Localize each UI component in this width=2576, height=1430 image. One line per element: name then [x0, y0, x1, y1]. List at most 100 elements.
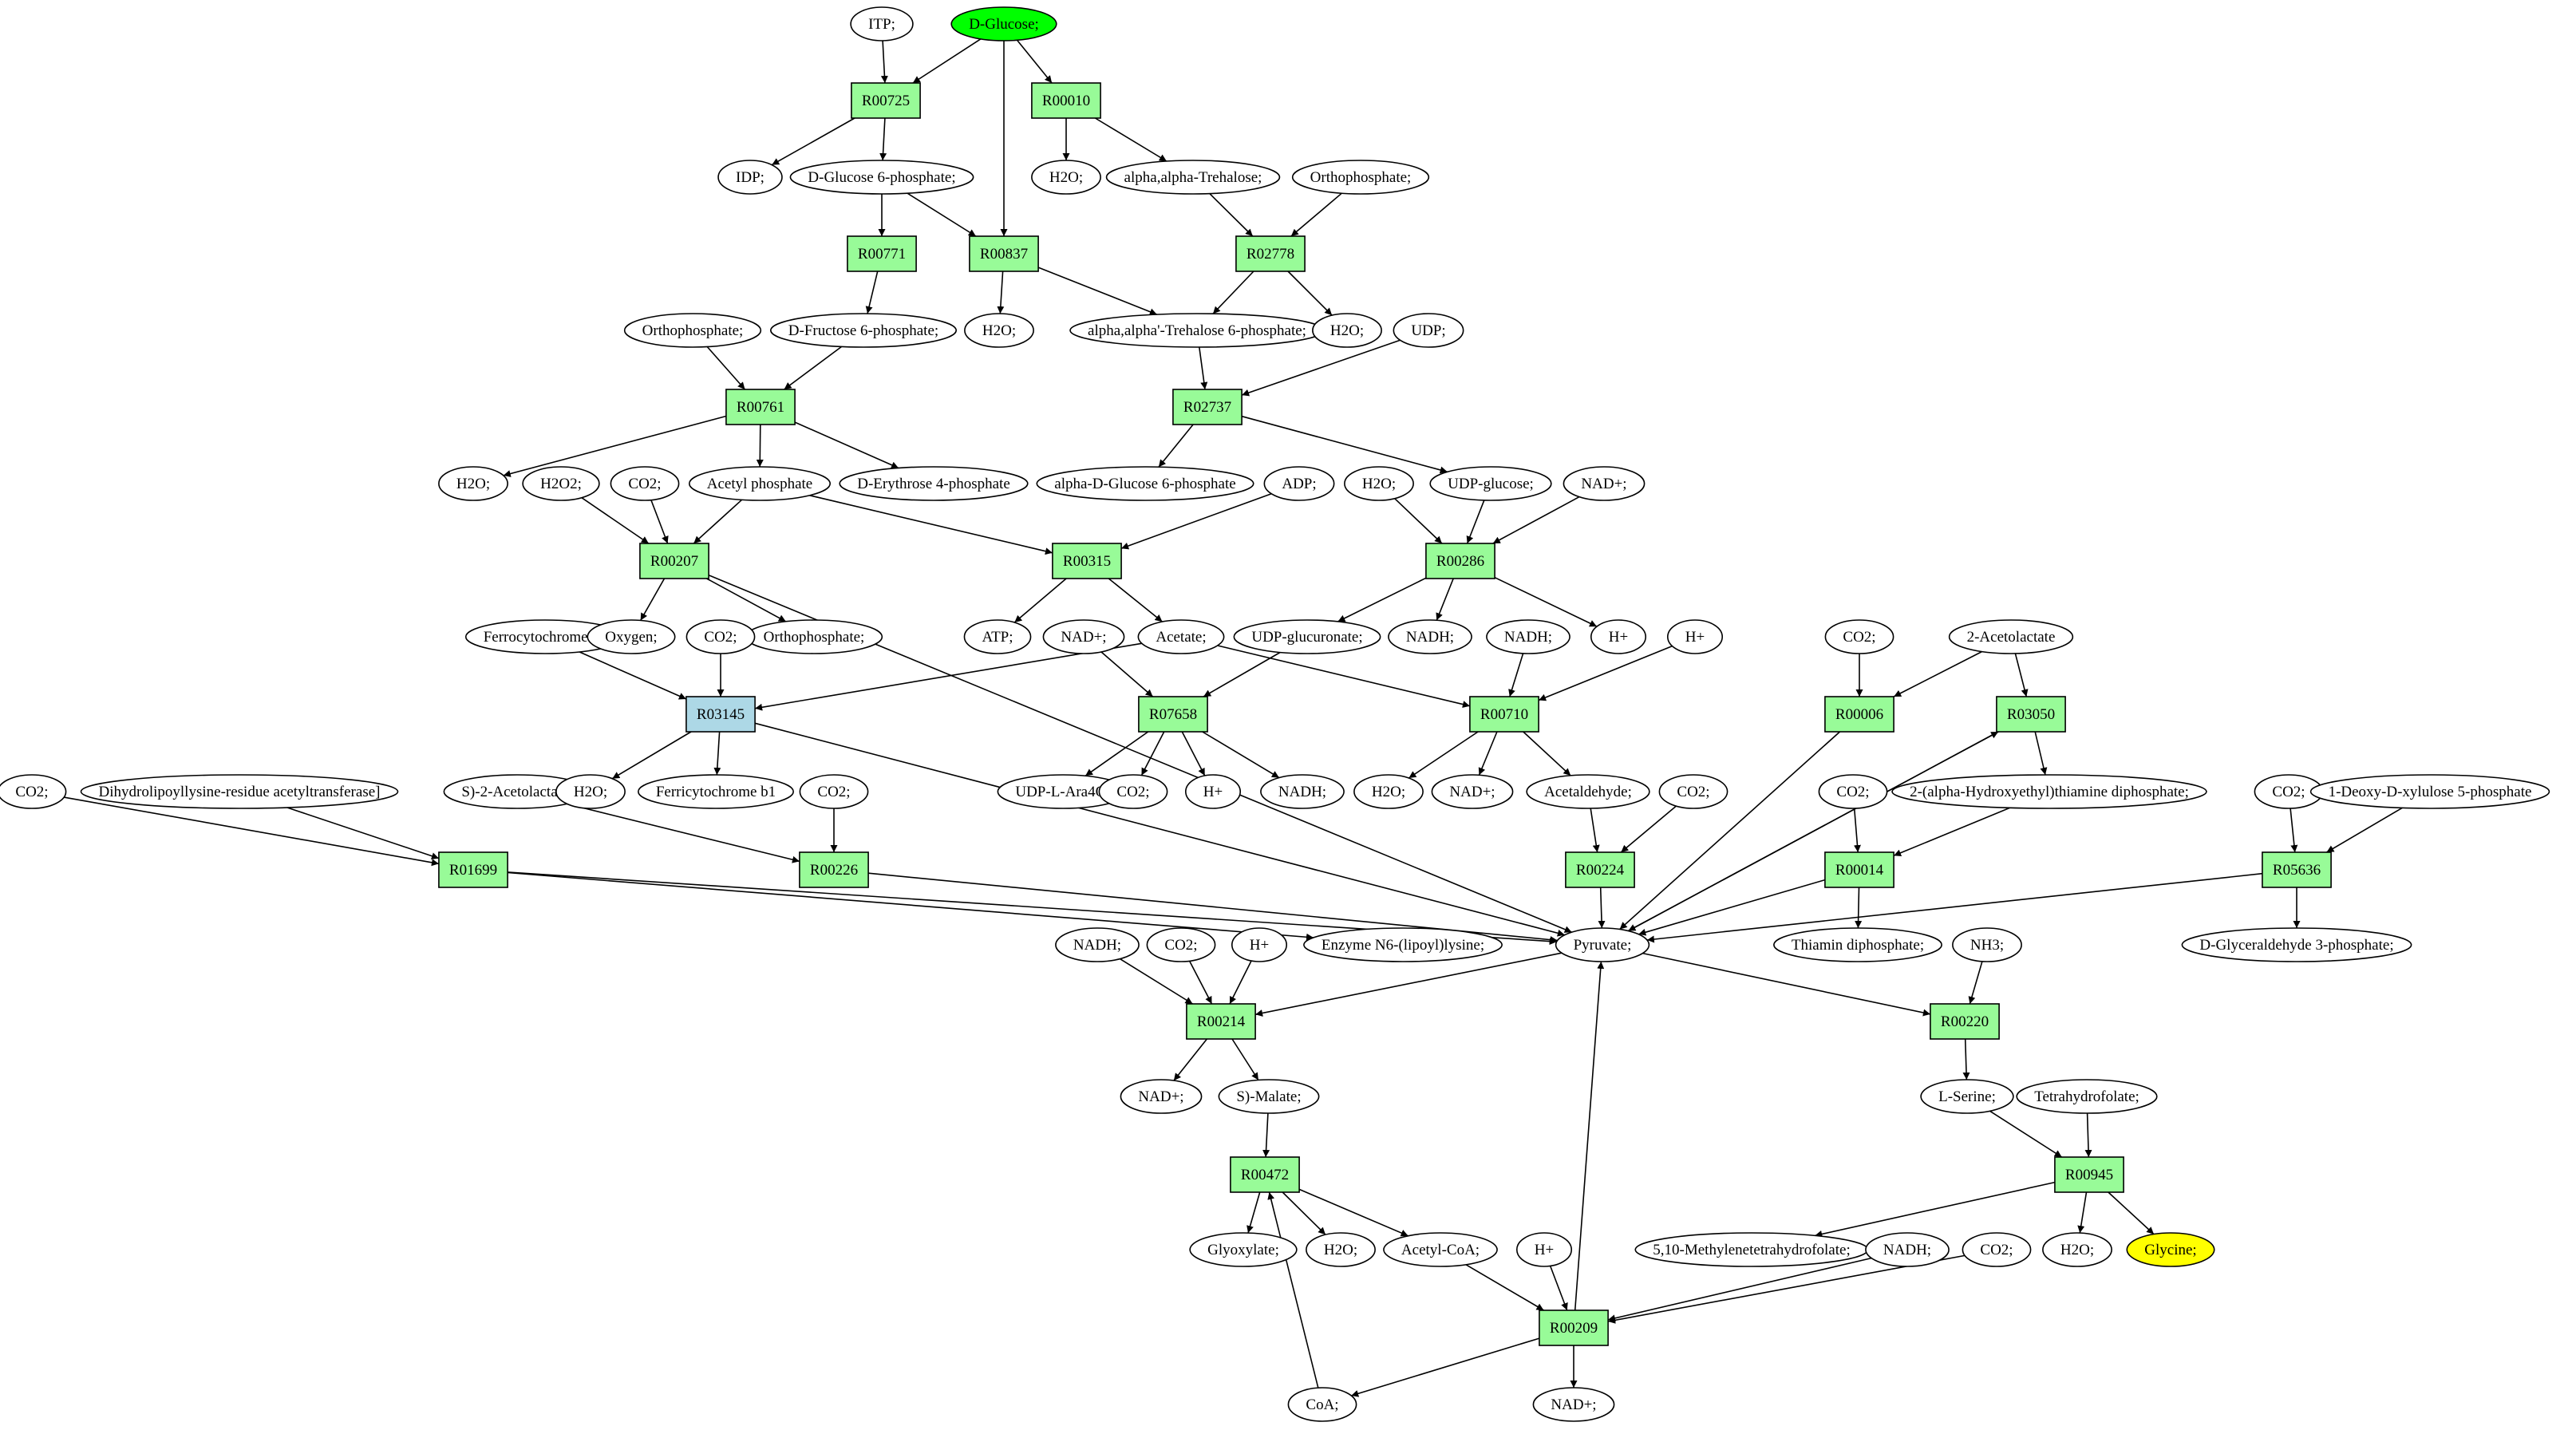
metabolite-ellipse [688, 466, 832, 501]
edge-f6p-to-r00761 [784, 346, 843, 390]
node-label: Enzyme N6-(lipoyl)lysine; [1322, 937, 1484, 954]
edge-orthop-a-to-r02778 [1290, 192, 1342, 237]
metabolite-ellipse [1952, 927, 2022, 962]
node-label: H+ [1535, 1242, 1554, 1258]
node-orthop-a: Orthophosphate; [1291, 160, 1430, 195]
node-hplus-b: H+ [1666, 619, 1724, 654]
node-label: R00725 [862, 93, 910, 109]
edge-r07658-to-udpara [1085, 731, 1149, 776]
node-methylenethf: 5,10-Methylenetetrahydrofolate; [1634, 1232, 1869, 1267]
reaction-box [1469, 696, 1539, 733]
edge-lserine-to-r00945 [1989, 1110, 2063, 1158]
node-f6p: D-Fructose 6-phosphate; [770, 313, 957, 348]
reaction-box [969, 235, 1039, 272]
edge-r00209-to-pyruvate [1574, 961, 1605, 1311]
node-r07658: R07658 [1138, 696, 1208, 733]
node-orthop-c: Orthophosphate; [745, 619, 883, 654]
node-nadp-e: NAD+; [1532, 1387, 1615, 1422]
metabolite-ellipse [638, 774, 794, 809]
edge-r03050-to-hetdp [2034, 731, 2048, 776]
metabolite-ellipse [1393, 313, 1464, 348]
node-acetate: Acetate; [1137, 619, 1225, 654]
metabolite-ellipse [717, 160, 783, 195]
node-label: UDP-glucuronate; [1251, 629, 1362, 646]
node-udpglc: UDP-glucose; [1429, 466, 1552, 501]
node-label: NAD+; [1061, 629, 1106, 646]
node-dxp: 1-Deoxy-D-xylulose 5-phosphate [2309, 774, 2550, 809]
metabolite-ellipse [1287, 1387, 1357, 1422]
metabolite-ellipse [1920, 1079, 2014, 1114]
edge-hplus-e-to-r00209 [1549, 1266, 1568, 1311]
edge-adp-to-r00315 [1120, 492, 1272, 550]
node-co2-h: CO2; [1818, 774, 1888, 809]
metabolite-ellipse [1233, 619, 1381, 654]
edge-acetolactate-to-r00006 [1893, 650, 1983, 697]
node-hplus-a: H+ [1590, 619, 1647, 654]
edge-r00710-to-acetaldehyde [1523, 731, 1571, 776]
node-label: H2O; [1362, 476, 1396, 492]
edge-r00945-to-h2o-i [2077, 1191, 2088, 1234]
edge-r00945-to-methylenethf [1815, 1181, 2056, 1238]
node-h2o-d: H2O; [438, 466, 508, 501]
edge-udp-to-r02737 [1241, 339, 1401, 397]
metabolite-ellipse [587, 619, 676, 654]
edge-r00006-to-pyruvate [1619, 731, 1841, 930]
metabolite-ellipse [438, 466, 508, 501]
edge-r00725-to-idp [771, 117, 855, 166]
edge-r02737-to-adg6p [1158, 424, 1194, 468]
node-r00209: R00209 [1539, 1310, 1609, 1346]
metabolite-ellipse [1146, 927, 1216, 962]
node-label: R00710 [1480, 706, 1528, 723]
edge-ferro-to-r03145 [579, 651, 687, 700]
metabolite-ellipse [1563, 466, 1646, 501]
metabolite-ellipse [1383, 1232, 1498, 1267]
node-h2o-i: H2O; [2042, 1232, 2112, 1267]
node-label: ITP; [868, 16, 895, 33]
metabolite-ellipse [1948, 619, 2074, 654]
reaction-box [1425, 543, 1495, 579]
metabolite-ellipse [1263, 466, 1335, 501]
node-label: 1-Deoxy-D-xylulose 5-phosphate [2329, 784, 2532, 800]
edge-r07658-to-nadh-c [1202, 731, 1280, 779]
node-label: 5,10-Methylenetetrahydrofolate; [1653, 1242, 1850, 1258]
node-label: NAD+; [1581, 476, 1626, 492]
metabolite-ellipse [1865, 1232, 1950, 1267]
node-r00761: R00761 [725, 389, 796, 425]
metabolite-ellipse [1231, 927, 1288, 962]
node-label: R00207 [650, 553, 698, 570]
node-label: S)-Malate; [1236, 1088, 1301, 1105]
node-label: Dihydrolipoyllysine-residue acetyltransf… [99, 784, 381, 800]
node-nadh-b: NADH; [1486, 619, 1570, 654]
edge-orthop-b-to-r00761 [706, 346, 746, 390]
node-label: R00214 [1197, 1013, 1246, 1030]
metabolite-ellipse [1388, 619, 1472, 654]
node-label: Pyruvate; [1574, 937, 1632, 954]
node-label: L-Serine; [1938, 1088, 1996, 1105]
node-acetylp: Acetyl phosphate [688, 466, 832, 501]
node-r00837: R00837 [969, 235, 1039, 272]
edge-r01699-to-enzyme [508, 871, 1314, 941]
edge-hplus-b-to-r00710 [1538, 645, 1673, 701]
node-label: Tetrahydrofolate; [2034, 1088, 2139, 1105]
edge-r02778-to-h2o-c [1287, 271, 1333, 316]
metabolite-ellipse [1818, 774, 1888, 809]
node-glyoxylate: Glyoxylate; [1189, 1232, 1298, 1267]
node-label: NADH; [1073, 937, 1121, 954]
node-h2o-b: H2O; [964, 313, 1034, 348]
edge-r00315-to-atp [1013, 578, 1067, 623]
metabolite-ellipse [0, 774, 67, 809]
node-r00286: R00286 [1425, 543, 1495, 579]
edge-udpglcu-to-r07658 [1203, 651, 1281, 697]
node-label: S)-2-Acetolactate; [461, 784, 572, 800]
node-label: D-Glyceraldehyde 3-phosphate; [2199, 937, 2393, 954]
node-nadh-a: NADH; [1388, 619, 1472, 654]
metabolite-ellipse [1344, 466, 1414, 501]
node-label: ADP; [1282, 476, 1316, 492]
reaction-box [725, 389, 796, 425]
node-r02778: R02778 [1235, 235, 1306, 272]
node-hplus-d: H+ [1231, 927, 1288, 962]
metabolite-ellipse [1666, 619, 1724, 654]
metabolite-ellipse [685, 619, 756, 654]
node-label: Oxygen; [605, 629, 657, 646]
